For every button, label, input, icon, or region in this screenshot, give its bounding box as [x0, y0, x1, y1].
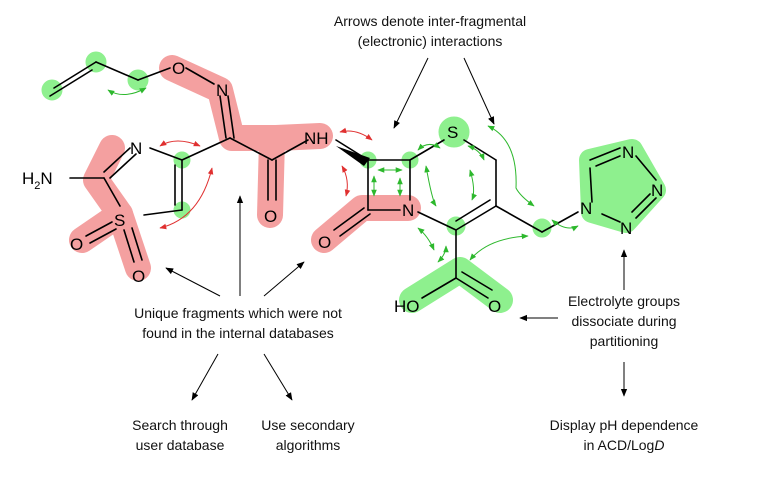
arrow-to-secondary	[263, 353, 293, 401]
oxime-highlight	[159, 55, 333, 151]
atom-labels: O N NH H2N N S O O O O N S HO O N N N N	[22, 59, 663, 316]
green-arrow-ring-side	[424, 165, 437, 207]
atom-n-tetrazole-4: N	[620, 219, 632, 238]
atom-n-thiazole: N	[130, 139, 142, 158]
atom-n-lactam: N	[402, 201, 414, 220]
interaction-arrows	[107, 87, 579, 263]
thiazole-highlight	[83, 135, 151, 281]
atom-h2n: H2N	[22, 169, 53, 192]
atom-nh: NH	[304, 129, 329, 148]
red-arrow-thiazole-1	[159, 140, 201, 147]
arrow-to-thiazine	[463, 57, 495, 125]
arrow-to-search	[191, 353, 219, 401]
green-arrow-ring-side2	[469, 169, 477, 201]
chain-dot	[532, 218, 552, 238]
red-arrow-lactam	[341, 165, 351, 197]
allyl-dot-1	[41, 79, 63, 101]
atom-s-thiazine: S	[447, 123, 458, 142]
electrolyte-line-1: Electrolyte groups	[568, 293, 680, 309]
atom-o-oxime: O	[172, 59, 185, 78]
red-arrow-nh	[339, 127, 373, 141]
atom-n-tetrazole-1: N	[580, 199, 592, 218]
green-arrow-thiazine-top	[487, 125, 535, 207]
atom-n-oxime: N	[216, 81, 228, 100]
unique-fragments-line-2: found in the internal databases	[142, 325, 333, 341]
stereo-wedge	[336, 146, 370, 166]
atom-o-lactam: O	[318, 233, 331, 252]
green-arrow-allyl	[107, 87, 147, 96]
unique-fragment-highlights	[69, 55, 421, 281]
arrows-note-line-2: (electronic) interactions	[358, 33, 503, 49]
atom-o-carboxyl: O	[488, 297, 501, 316]
display-line-1: Display pH dependence	[550, 417, 699, 433]
secondary-line-2: algorithms	[276, 437, 341, 453]
atom-o-sulfonyl-left: O	[70, 235, 83, 254]
carboxyl-highlight	[399, 257, 513, 313]
arrow-to-lactam	[393, 57, 429, 129]
electrolyte-line-2: dissociate during	[571, 313, 676, 329]
atom-o-amide: O	[264, 207, 277, 226]
search-line-2: user database	[136, 437, 225, 453]
green-arrow-ring-bottom	[417, 227, 435, 251]
secondary-line-1: Use secondary	[261, 417, 354, 433]
atom-ho: HO	[394, 297, 420, 316]
atom-o-sulfonyl-bottom: O	[132, 267, 145, 286]
green-arrow-ring-s	[417, 142, 441, 151]
arrow-to-lactam-o	[263, 261, 305, 297]
tetrazole-highlight	[579, 139, 666, 233]
electrolyte-line-3: partitioning	[590, 333, 659, 349]
display-line-2: in ACD/LogD	[584, 437, 665, 453]
text-annotations: Arrows denote inter-fragmental (electron…	[132, 13, 698, 453]
atom-s-ring: S	[114, 211, 125, 230]
unique-fragments-line-1: Unique fragments which were not	[134, 305, 342, 321]
green-arrow-ring-s2	[467, 145, 485, 161]
lactam-highlight	[311, 195, 421, 253]
green-arrow-carboxyl	[437, 245, 449, 263]
red-arrow-thiazole-2	[159, 167, 214, 230]
amide-o-highlight	[257, 127, 285, 228]
search-line-1: Search through	[132, 417, 228, 433]
annotation-arrows	[165, 57, 628, 401]
green-arrow-tetrazole	[551, 219, 579, 232]
arrows-note-line-1: Arrows denote inter-fragmental	[334, 13, 526, 29]
green-arrow-carboxyl2	[469, 233, 529, 261]
atom-n-tetrazole-2: N	[622, 143, 634, 162]
arrow-to-sulfonyl	[165, 267, 221, 297]
s-dot	[438, 116, 470, 148]
sulfonyl-highlight	[69, 201, 133, 253]
atom-n-tetrazole-3: N	[651, 181, 663, 200]
